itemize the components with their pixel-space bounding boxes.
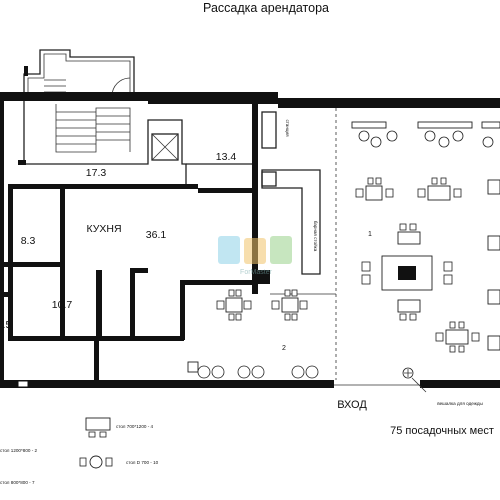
table-4-seat [435, 321, 480, 353]
legend-item-1: стол 700*1200 - 4 [116, 424, 154, 429]
zone-1-label: 1 [368, 231, 372, 238]
station-label: станция [285, 119, 290, 137]
kitchen-area: 36.1 [146, 229, 167, 241]
table-2-seat [397, 223, 421, 245]
legend: стол 700*1200 - 4 стол 1200*800 - 2 стол… [0, 417, 159, 485]
room-label-13: 13.4 [216, 151, 237, 163]
interior-walls [0, 104, 258, 384]
upper-annex [23, 49, 135, 97]
stairs-room [18, 101, 187, 186]
table-4-seat [417, 177, 462, 201]
zone-2-tables [187, 289, 319, 379]
room-label-8: 8.3 [21, 235, 36, 247]
hanger-label: вешалка для одежды [437, 401, 483, 406]
top-booth-seats [351, 121, 500, 148]
entrance-label: ВХОД [337, 399, 367, 411]
table-4-seat [355, 177, 394, 201]
room-label-17: 17.3 [86, 167, 107, 179]
kitchen-label: КУХНЯ [86, 223, 121, 235]
bar-counter: барная стойка [261, 169, 321, 275]
bar-label: барная стойка [313, 221, 319, 252]
wall-tables-right [487, 179, 500, 351]
legend-swatch-round-table [89, 455, 103, 469]
service-station: станция [261, 111, 290, 149]
central-table-group [361, 255, 453, 291]
hall-structure [256, 108, 337, 380]
watermark-text: ForMaster [240, 269, 273, 276]
coat-hanger: вешалка для одежды [402, 367, 483, 406]
top-wall [0, 92, 500, 381]
bottom-wall [0, 380, 500, 388]
legend-item-2: стол 1200*800 - 2 [0, 448, 38, 453]
legend-item-4: стол 800*800 - 7 [0, 480, 35, 485]
hall-tables [355, 177, 500, 353]
room-label-10: 10.7 [52, 299, 73, 311]
legend-swatch-table-700x1200 [85, 417, 111, 431]
table-2-seat [397, 299, 421, 321]
plan-title: Рассадка арендатора [203, 1, 329, 15]
seat-count: 75 посадочных мест [390, 425, 494, 437]
watermark-logo: ForMaster [218, 236, 292, 276]
zone-2-label: 2 [282, 345, 286, 352]
legend-item-3: стол D 700 - 10 [126, 460, 159, 465]
room-label-2: 2.5 [0, 319, 11, 331]
